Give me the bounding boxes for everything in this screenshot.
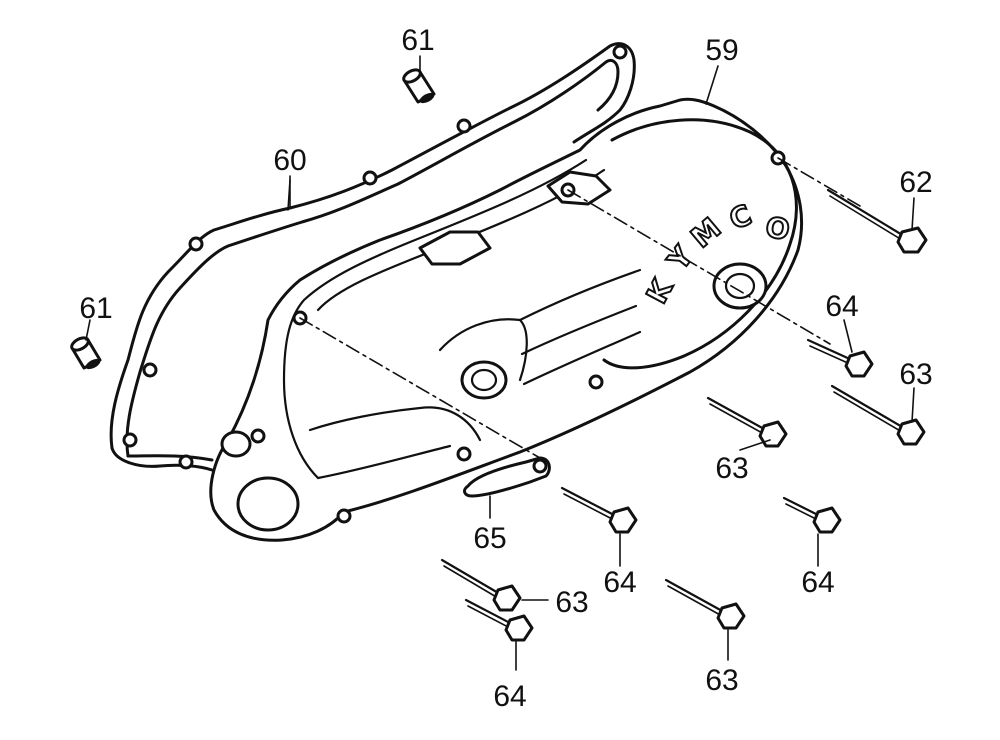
label-61-left: 61 <box>79 292 112 325</box>
bolt-63-lower-left <box>440 558 549 612</box>
label-63-right: 63 <box>899 358 932 391</box>
bolt-64-lower-left <box>464 598 534 671</box>
bolt-64-middle-right <box>782 496 842 534</box>
label-63-middle: 63 <box>715 452 748 485</box>
label-63-lower-right: 63 <box>705 664 738 697</box>
alignment-lines <box>299 157 861 459</box>
label-64-center: 64 <box>603 566 636 599</box>
label-63-lower-left: 63 <box>555 586 588 619</box>
label-62: 62 <box>899 166 932 199</box>
label-64-lower-left: 64 <box>493 680 526 713</box>
part-labels: 61 61 60 59 62 64 63 63 64 64 65 63 64 6… <box>79 24 932 713</box>
bolt-63-lower-right <box>664 578 746 661</box>
label-60: 60 <box>273 144 306 177</box>
bolt-64-center <box>560 486 638 534</box>
clamp-65 <box>463 456 551 498</box>
bolt-63-middle <box>706 396 788 448</box>
label-64-middle-right: 64 <box>801 566 834 599</box>
crankcase-cover-59: K Y M C O <box>209 97 804 542</box>
bolt-62 <box>826 188 928 254</box>
brand-letter: O <box>763 210 792 247</box>
label-61-top: 61 <box>401 24 434 57</box>
dowel-pin-61-top <box>402 68 436 104</box>
label-64-right: 64 <box>825 290 858 323</box>
dowel-pin-61-left <box>70 336 102 370</box>
label-59: 59 <box>705 34 738 67</box>
label-65: 65 <box>473 522 506 555</box>
bolt-64-right <box>806 338 874 378</box>
bolt-63-right <box>830 384 926 446</box>
leader-lines <box>85 55 915 567</box>
gasket-60 <box>109 42 636 472</box>
